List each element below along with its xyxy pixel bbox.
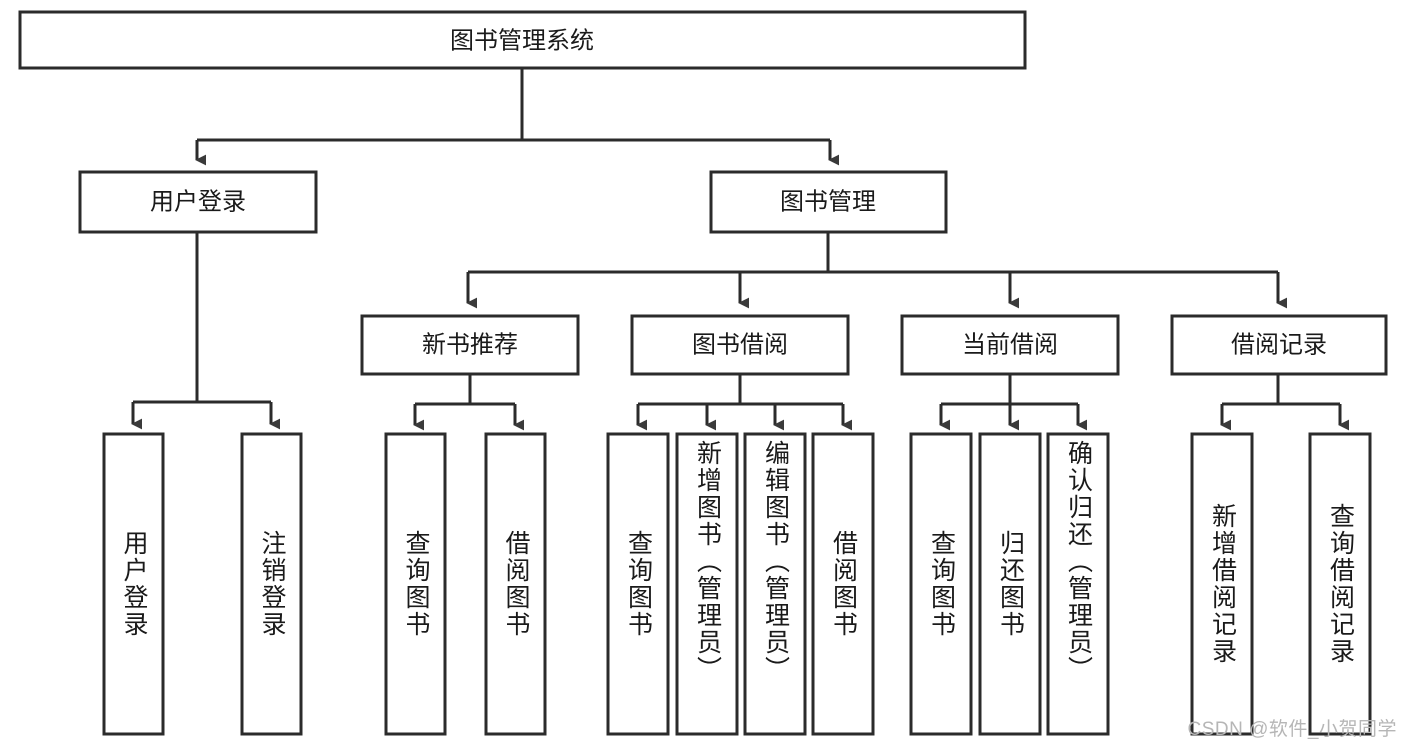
leaf-box-edit-book[interactable]: [743, 432, 807, 736]
leaf-label-wrap-query-record: 查询借阅记录: [1310, 434, 1370, 734]
connector-userlogin-to-leaves: [131, 232, 281, 430]
leaf-label-wrap-return-book: 归还图书: [980, 434, 1040, 734]
connector-root-to-level2: [195, 68, 840, 166]
node-book-borrow-box[interactable]: [630, 314, 850, 376]
node-book-manage-label: 图书管理: [780, 188, 876, 215]
leaf-label-edit-book: 编辑图书（管理员）: [761, 440, 790, 683]
node-user-login-box[interactable]: [78, 170, 318, 234]
node-book-manage-box[interactable]: [709, 170, 948, 234]
node-new-book-rec-label: 新书推荐: [422, 331, 518, 358]
leaf-box-confirm-return[interactable]: [1046, 432, 1110, 736]
leaf-label-borrow-book-2: 借阅图书: [829, 530, 858, 638]
leaf-box-query-record[interactable]: [1308, 432, 1372, 736]
leaf-label-query-record: 查询借阅记录: [1326, 503, 1355, 665]
leaf-box-query-book-1[interactable]: [384, 432, 447, 736]
node-current-borrow-box[interactable]: [900, 314, 1120, 376]
leaf-label-user-login: 用户登录: [120, 530, 148, 638]
leaf-label-query-book-1: 查询图书: [402, 530, 430, 638]
leaf-label-wrap-query-book-2: 查询图书: [608, 434, 668, 734]
leaf-box-add-record[interactable]: [1190, 432, 1254, 736]
node-book-borrow-label: 图书借阅: [692, 331, 788, 358]
node-user-login-label: 用户登录: [150, 188, 246, 215]
leaf-label-user-logout: 注销登录: [258, 530, 286, 638]
leaf-label-wrap-query-book-1: 查询图书: [386, 434, 445, 734]
node-root-box[interactable]: [18, 10, 1027, 70]
leaf-label-wrap-borrow-book-1: 借阅图书: [486, 434, 545, 734]
leaf-label-borrow-book-1: 借阅图书: [502, 530, 530, 638]
leaf-label-wrap-borrow-book-2: 借阅图书: [813, 434, 873, 734]
leaf-label-query-book-2: 查询图书: [624, 530, 653, 638]
node-current-borrow-label: 当前借阅: [962, 331, 1058, 358]
node-new-book-rec-box[interactable]: [360, 314, 580, 376]
leaf-label-wrap-add-record: 新增借阅记录: [1192, 434, 1252, 734]
node-borrow-record-label: 借阅记录: [1231, 331, 1327, 358]
leaf-label-return-book: 归还图书: [996, 530, 1025, 638]
leaf-box-user-logout[interactable]: [240, 432, 303, 736]
leaf-box-user-login[interactable]: [102, 432, 165, 736]
leaf-label-wrap-query-book-3: 查询图书: [911, 434, 971, 734]
node-borrow-record-box[interactable]: [1170, 314, 1388, 376]
connector-bookmanage-to-level3: [466, 232, 1288, 309]
leaf-label-confirm-return: 确认归还（管理员）: [1064, 440, 1093, 683]
connector-borrowrecord-to-leaves: [1220, 374, 1350, 431]
leaf-label-query-book-3: 查询图书: [927, 530, 956, 638]
leaf-box-add-book[interactable]: [675, 432, 739, 736]
leaf-label-wrap-add-book: 新增图书（管理员）: [677, 434, 737, 734]
leaf-label-wrap-confirm-return: 确认归还（管理员）: [1048, 434, 1108, 734]
connector-currentborrow-to-leaves: [939, 374, 1088, 431]
leaf-label-add-record: 新增借阅记录: [1208, 503, 1237, 665]
leaf-label-add-book: 新增图书（管理员）: [693, 440, 722, 683]
leaf-box-borrow-book-2[interactable]: [811, 432, 875, 736]
connector-newbook-to-leaves: [413, 374, 525, 431]
leaf-box-query-book-2[interactable]: [606, 432, 670, 736]
connector-bookborrow-to-leaves: [636, 374, 853, 431]
leaf-box-return-book[interactable]: [978, 432, 1042, 736]
leaf-label-wrap-user-login: 用户登录: [104, 434, 163, 734]
node-root-label: 图书管理系统: [450, 27, 594, 54]
leaf-label-wrap-user-logout: 注销登录: [242, 434, 301, 734]
leaf-label-wrap-edit-book: 编辑图书（管理员）: [745, 434, 805, 734]
leaf-box-query-book-3[interactable]: [909, 432, 973, 736]
leaf-box-borrow-book-1[interactable]: [484, 432, 547, 736]
